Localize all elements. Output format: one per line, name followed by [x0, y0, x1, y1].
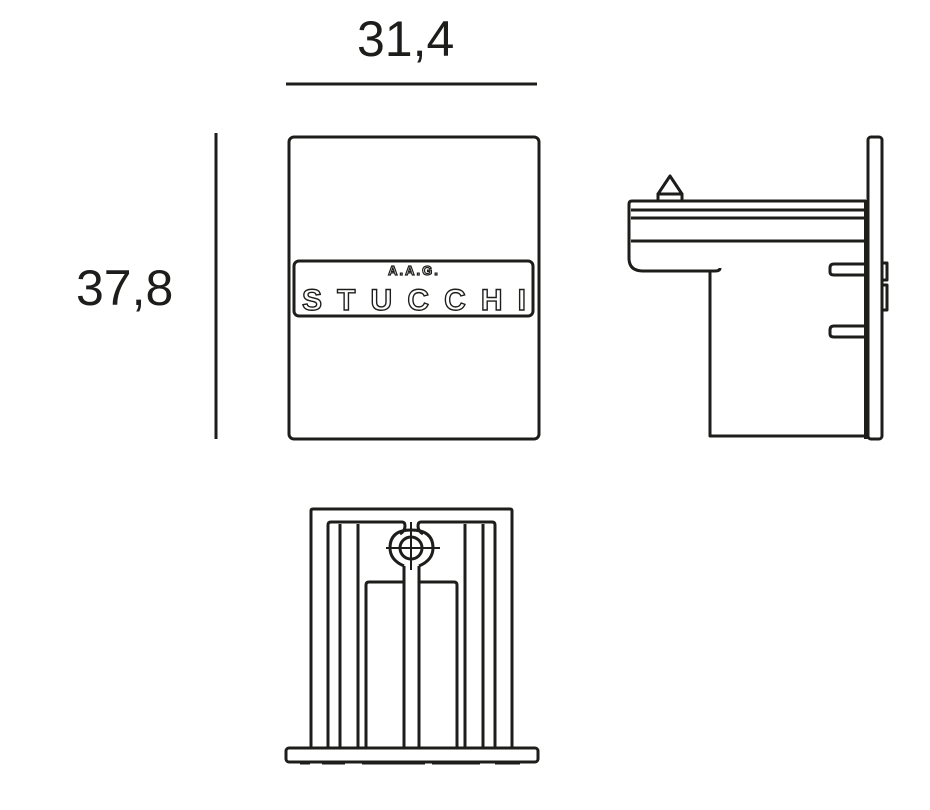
width-dimension-label: 31,4 — [357, 11, 455, 67]
height-dimension-label: 37,8 — [76, 260, 174, 316]
bottom-view — [284, 507, 540, 765]
front-view: A.A.G. STUCCHI — [287, 135, 541, 441]
brand-top-text: A.A.G. — [388, 263, 440, 278]
side-view — [627, 135, 889, 441]
brand-plate — [292, 259, 535, 318]
brand-main-text: STUCCHI — [302, 284, 526, 317]
base-plate — [284, 746, 540, 764]
rear-flange — [866, 135, 884, 441]
